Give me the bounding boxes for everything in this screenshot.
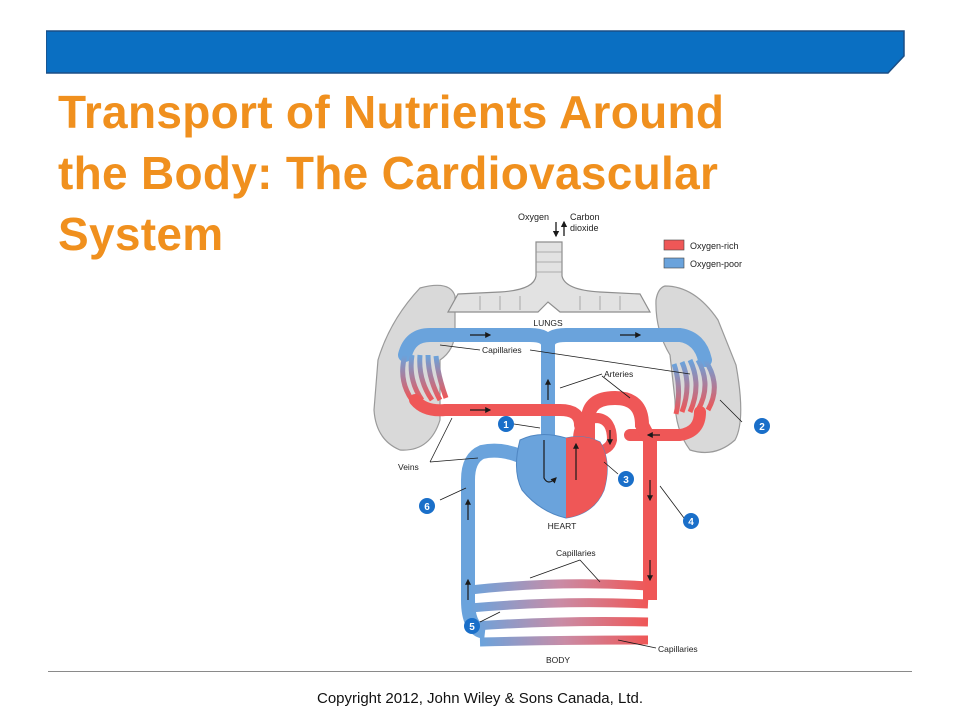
title-line-3: System — [58, 208, 224, 260]
slide-title: Transport of Nutrients Around the Body: … — [58, 82, 858, 265]
svg-text:4: 4 — [688, 517, 694, 528]
header-banner — [46, 30, 905, 74]
carbon-dioxide-label-1: Carbon — [570, 212, 600, 222]
badge-5: 5 — [464, 618, 480, 634]
heart-left-side — [566, 436, 608, 518]
legend-oxygen-poor-label: Oxygen-poor — [690, 259, 742, 269]
svg-text:6: 6 — [424, 502, 430, 513]
arteries-label: Arteries — [604, 369, 633, 379]
title-line-2: the Body: The Cardiovascular — [58, 147, 719, 199]
svg-text:3: 3 — [623, 475, 629, 486]
aorta-loop — [573, 412, 618, 457]
capillaries-top-label: Capillaries — [482, 345, 522, 355]
leader-lines — [429, 344, 743, 649]
carbon-dioxide-label-2: dioxide — [570, 223, 599, 233]
capillaries-mid-label: Capillaries — [556, 548, 596, 558]
svg-text:2: 2 — [759, 422, 765, 433]
badge-1: 1 — [498, 416, 514, 432]
legend-oxygen-poor-swatch — [663, 257, 685, 269]
title-line-1: Transport of Nutrients Around — [58, 86, 725, 138]
badge-4: 4 — [683, 513, 699, 529]
left-lung-capillaries — [400, 354, 449, 402]
left-lung — [373, 284, 456, 451]
aorta-arch — [581, 390, 657, 600]
veins-label: Veins — [398, 462, 419, 472]
flow-arrows — [465, 332, 660, 600]
trachea-rings — [479, 251, 621, 310]
legend-oxygen-rich-swatch — [663, 239, 685, 251]
legend-oxygen-rich-label: Oxygen-rich — [690, 241, 739, 251]
pulmonary-vein-right — [624, 406, 706, 441]
banner-shape — [46, 30, 905, 74]
lungs-label: LUNGS — [533, 318, 563, 328]
badge-6: 6 — [419, 498, 435, 514]
circulatory-diagram: Oxygen Carbon dioxide Oxygen-rich Oxygen… — [373, 212, 770, 665]
heart-flow-in — [543, 440, 557, 484]
oxygen-label: Oxygen — [518, 212, 549, 222]
pulmonary-vein-left — [409, 394, 586, 431]
svg-text:1: 1 — [503, 420, 509, 431]
right-lung-capillaries — [671, 358, 717, 415]
capillaries-bottom-label: Capillaries — [658, 644, 698, 654]
badge-3: 3 — [618, 471, 634, 487]
trachea — [446, 241, 652, 313]
body-label: BODY — [546, 655, 570, 665]
badge-2: 2 — [754, 418, 770, 434]
body-capillaries — [469, 579, 649, 647]
copyright-footer: Copyright 2012, John Wiley & Sons Canada… — [316, 690, 644, 707]
heart-label: HEART — [548, 521, 577, 531]
svg-text:5: 5 — [469, 622, 475, 633]
footer-divider — [48, 671, 912, 672]
